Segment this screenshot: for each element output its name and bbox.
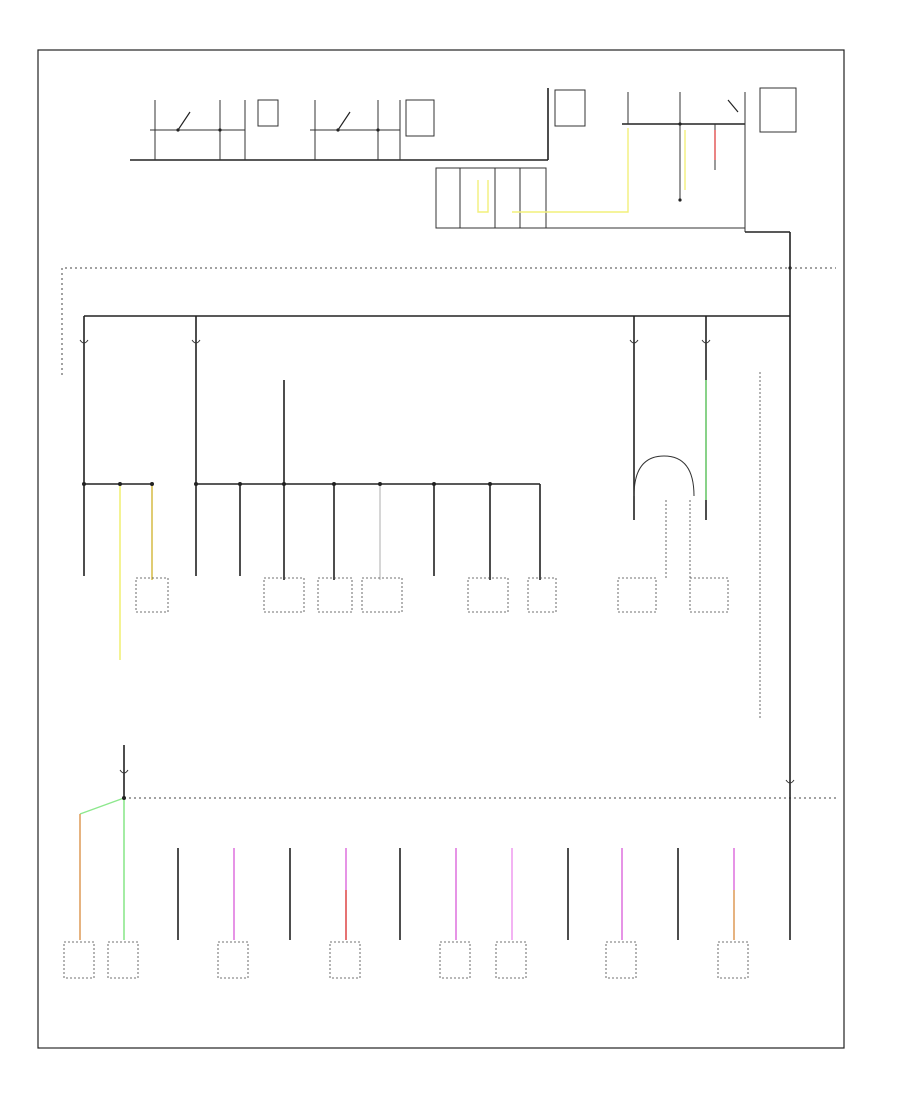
bottom-circuit-section [40,745,836,1049]
top-switch-assembly [130,87,797,316]
middle-circuit-section [79,315,791,760]
diagram-frame [37,49,845,1049]
